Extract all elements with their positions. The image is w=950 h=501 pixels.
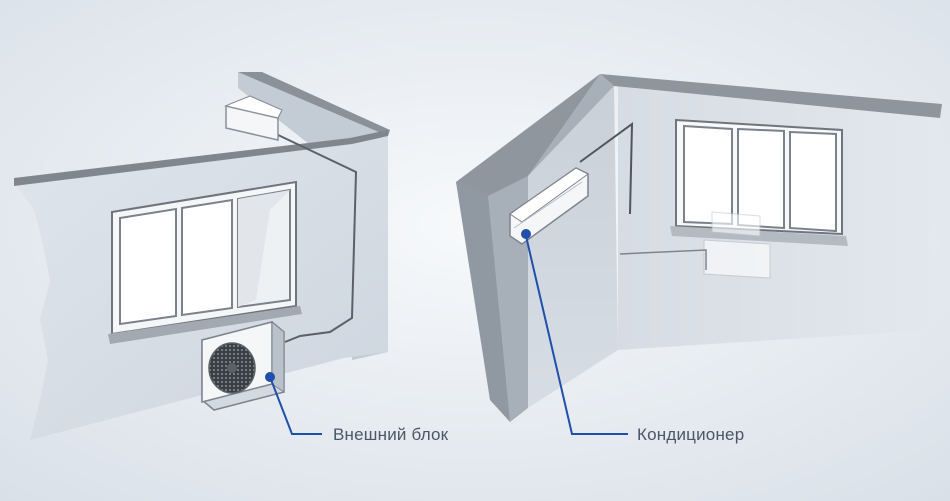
indoor-callout-dot <box>521 229 531 239</box>
outside-wall-scene <box>14 72 390 440</box>
outdoor-callout-dot <box>265 372 275 382</box>
split-ac-icon <box>509 167 589 245</box>
indoor-callout-line <box>525 235 628 435</box>
main-wall-top <box>14 130 388 186</box>
back-wall-top <box>600 74 942 118</box>
callout-lines <box>265 229 628 435</box>
indoor-pipe <box>579 121 634 215</box>
inner-side-wall <box>528 86 618 408</box>
indoor-unit-label: Кондиционер <box>637 425 745 444</box>
side-indoor-unit <box>224 95 283 141</box>
outdoor-unit-label: Внешний блок <box>333 425 449 444</box>
inside-window <box>670 118 848 246</box>
outside-window <box>108 180 302 344</box>
front-wall-face <box>456 182 510 422</box>
window-sill <box>108 306 302 344</box>
refrigerant-pipe <box>275 133 358 343</box>
inside-room-scene <box>456 74 942 422</box>
outdoor-callout-line <box>269 376 322 435</box>
side-wall-top <box>238 72 390 136</box>
outdoor-unit-icon <box>201 320 285 411</box>
radiator-pipe <box>619 249 707 270</box>
radiator <box>703 211 771 279</box>
